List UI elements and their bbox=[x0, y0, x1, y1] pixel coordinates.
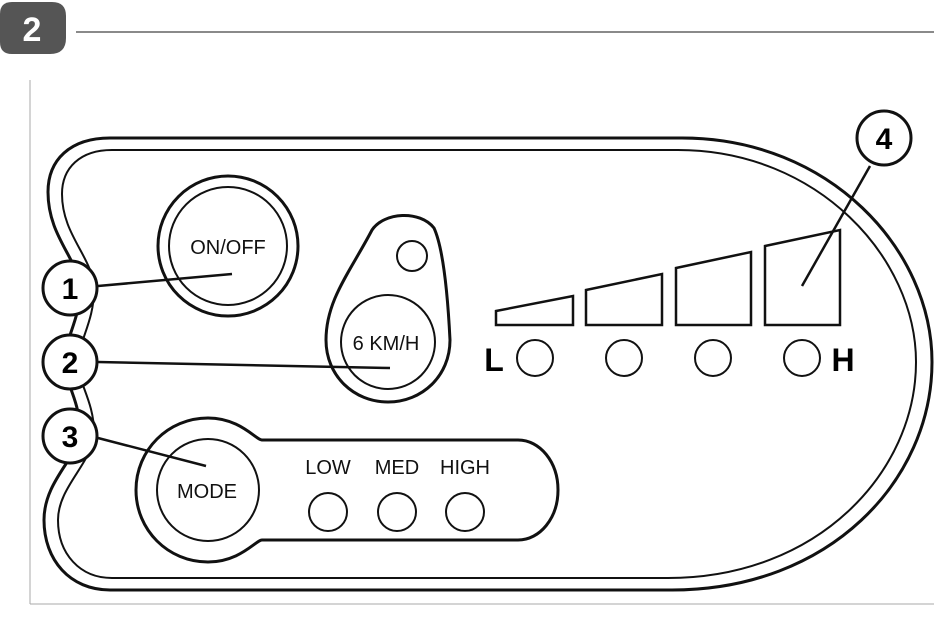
callout-4-leader bbox=[800, 165, 872, 287]
mode-level-med-label: MED bbox=[375, 457, 419, 479]
callout-2-leader bbox=[97, 360, 391, 370]
mode-level-high-label: HIGH bbox=[440, 457, 490, 479]
mode-level-low-label: LOW bbox=[305, 457, 351, 479]
on-off-button-label: ON/OFF bbox=[190, 237, 266, 259]
walk-assist-button-face bbox=[340, 294, 436, 390]
on-off-button-inner-ring bbox=[168, 186, 288, 306]
callout-3-circle bbox=[41, 407, 99, 465]
callout-4-number: 4 bbox=[876, 123, 893, 156]
battery-high-label: H bbox=[831, 342, 854, 378]
battery-bar-2 bbox=[584, 272, 664, 327]
callout-1-circle bbox=[41, 259, 99, 317]
callout-3-leader bbox=[97, 436, 207, 468]
callout-2-number: 2 bbox=[62, 347, 79, 380]
callout-4: 4 bbox=[855, 109, 913, 167]
walk-assist-button[interactable]: 6 KM/H bbox=[324, 214, 452, 404]
callout-1: 1 bbox=[41, 259, 99, 317]
callout-2: 2 bbox=[41, 333, 99, 391]
panel-inner-outline bbox=[56, 149, 918, 579]
battery-bar-4 bbox=[763, 228, 842, 327]
on-off-button-outer-ring bbox=[156, 174, 300, 318]
panel-outer-outline bbox=[42, 136, 934, 592]
mode-button-label: MODE bbox=[177, 481, 237, 503]
mode-level-low-led bbox=[308, 492, 348, 532]
callout-3: 3 bbox=[41, 407, 99, 465]
walk-assist-indicator-led bbox=[396, 240, 428, 272]
battery-led-4 bbox=[783, 339, 821, 377]
on-off-button[interactable]: ON/OFF bbox=[156, 174, 300, 318]
battery-bar-1 bbox=[494, 294, 575, 327]
battery-low-label: L bbox=[484, 342, 504, 378]
mode-button-face bbox=[156, 438, 260, 542]
battery-led-1 bbox=[516, 339, 554, 377]
callout-2-circle bbox=[41, 333, 99, 391]
battery-bar-3 bbox=[674, 250, 753, 327]
step-number: 2 bbox=[23, 11, 42, 49]
mode-level-med-led bbox=[377, 492, 417, 532]
mode-level-high-led bbox=[445, 492, 485, 532]
step-header: 2 bbox=[0, 2, 934, 54]
battery-led-2 bbox=[605, 339, 643, 377]
callout-3-number: 3 bbox=[62, 421, 79, 454]
callout-4-circle bbox=[855, 109, 913, 167]
battery-led-3 bbox=[694, 339, 732, 377]
panel-body bbox=[42, 136, 934, 592]
callout-1-leader bbox=[97, 272, 233, 288]
callout-1-number: 1 bbox=[62, 273, 79, 306]
mode-button[interactable]: MODE bbox=[156, 438, 260, 542]
step-badge bbox=[0, 2, 66, 54]
walk-assist-button-label: 6 KM/H bbox=[353, 333, 420, 355]
mode-control: MODE LOW MED HIGH bbox=[134, 416, 560, 564]
callout-leaders bbox=[97, 165, 872, 468]
battery-level-indicator: L H bbox=[484, 228, 855, 378]
